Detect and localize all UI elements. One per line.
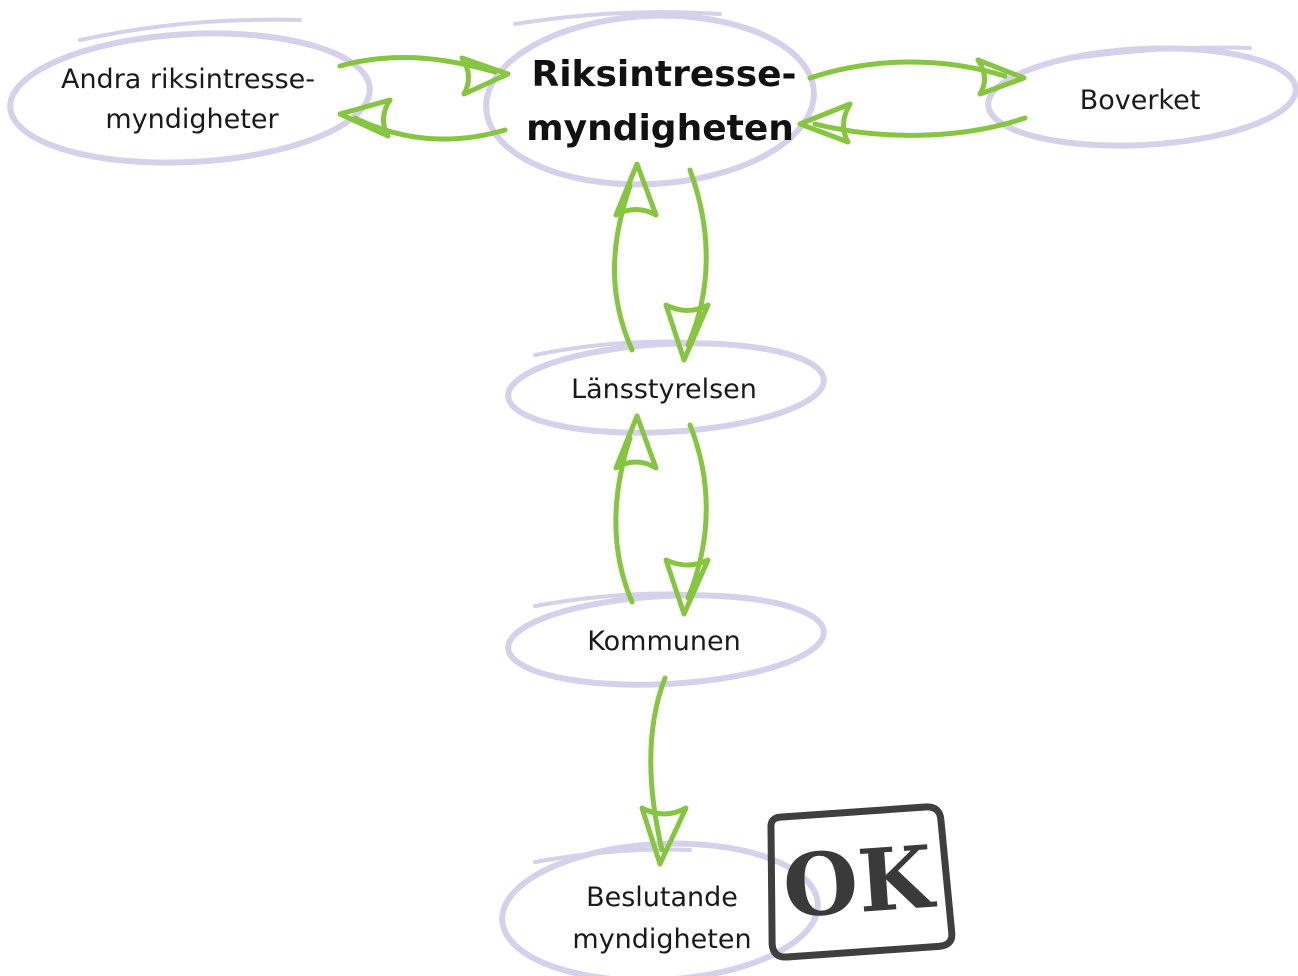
arrow-kommun-to-lans [613, 413, 659, 605]
node-kommunen: Kommunen [505, 591, 827, 688]
arrow-riks-to-andra [337, 97, 508, 142]
node-andra-riksintressemyndigheter: Andra riksintresse- myndigheter [7, 17, 373, 166]
node-label: myndigheten [572, 924, 751, 955]
arrow-riks-to-boverket [807, 57, 1027, 97]
stamp-text: OK [780, 827, 940, 938]
arrow-lans-to-kommun [663, 422, 711, 617]
node-label: Andra riksintresse- [61, 64, 315, 95]
node-label: Beslutande [586, 882, 738, 913]
arrow-boverket-to-riks [797, 101, 1028, 145]
node-beslutande-myndigheten: Beslutande myndigheten [499, 840, 821, 976]
node-label: Riksintresse- [532, 54, 797, 95]
node-label: Kommunen [587, 626, 740, 657]
node-boverket: Boverket [985, 45, 1298, 149]
node-label: Boverket [1080, 85, 1201, 116]
arrow-riks-to-lans [663, 167, 711, 363]
arrow-lans-to-riks [612, 161, 659, 353]
node-label: myndigheter [105, 104, 279, 135]
ok-stamp: OK [767, 803, 956, 961]
node-label: myndigheten [526, 108, 794, 149]
arrow-kommun-to-beslut [639, 675, 689, 867]
node-label: Länsstyrelsen [571, 374, 757, 405]
node-lansstyrelsen: Länsstyrelsen [505, 339, 827, 436]
arrow-andra-to-riks [337, 54, 511, 97]
node-riksintressemyndigheten: Riksintresse- myndigheten [483, 10, 817, 188]
